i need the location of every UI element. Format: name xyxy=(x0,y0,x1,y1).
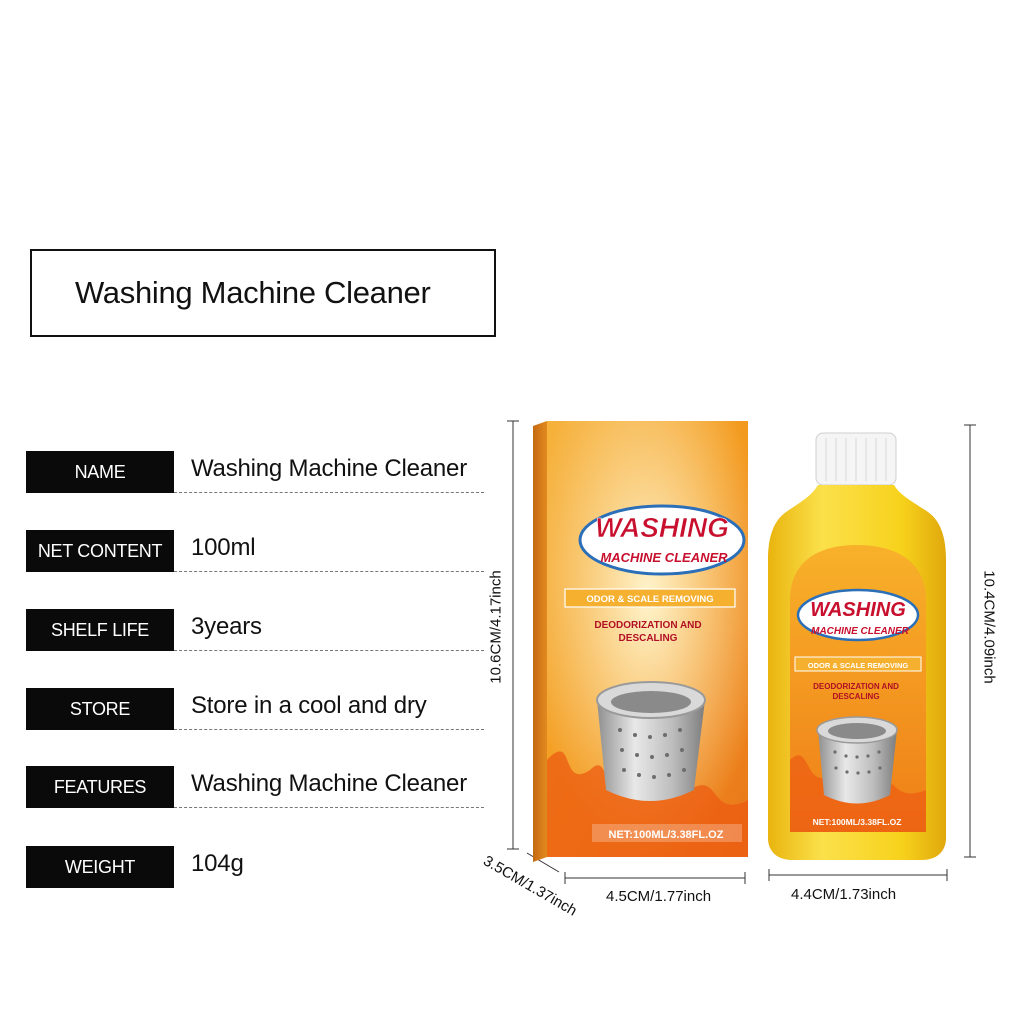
bottle-height-dimension-line xyxy=(964,424,976,858)
bottle-banner: ODOR & SCALE REMOVING xyxy=(808,661,909,670)
bottle-subtitle-line2: DESCALING xyxy=(832,692,879,701)
spec-label: STORE xyxy=(26,688,174,730)
box-brand-line2: MACHINE CLEANER xyxy=(600,550,728,565)
spec-label: FEATURES xyxy=(26,766,174,808)
washing-drum-icon xyxy=(596,681,706,801)
bottle-width-dimension-line xyxy=(768,869,948,881)
bottle-height-label: 10.4CM/4.09inch xyxy=(980,570,998,684)
dashed-divider xyxy=(174,492,484,493)
bottle-width-label: 4.4CM/1.73inch xyxy=(791,886,897,903)
spec-value: Washing Machine Cleaner xyxy=(191,455,467,482)
spec-label: WEIGHT xyxy=(26,846,174,888)
box-banner: ODOR & SCALE REMOVING xyxy=(586,594,713,605)
bottle-brand-line1: WASHING xyxy=(810,599,906,621)
spec-value: 100ml xyxy=(191,534,256,561)
box-subtitle-line1: DEODORIZATION AND xyxy=(594,620,701,631)
spec-label: SHELF LIFE xyxy=(26,609,174,651)
box-brand-line1: WASHING xyxy=(595,512,729,543)
spec-value: Store in a cool and dry xyxy=(191,692,427,719)
box-width-dimension-line xyxy=(564,872,746,884)
spec-label: NAME xyxy=(26,451,174,493)
product-title-box: Washing Machine Cleaner xyxy=(30,249,496,337)
spec-row-weight: WEIGHT 104g xyxy=(26,846,486,888)
product-bottle: WASHING MACHINE CLEANER ODOR & SCALE REM… xyxy=(768,432,946,860)
spec-value: 104g xyxy=(191,850,244,877)
spec-value: Washing Machine Cleaner xyxy=(191,770,467,797)
spec-row-features: FEATURES Washing Machine Cleaner xyxy=(26,766,486,808)
box-height-dimension-line xyxy=(507,420,519,850)
washing-drum-icon xyxy=(816,716,898,804)
box-subtitle-line2: DESCALING xyxy=(619,633,678,644)
box-width-label: 4.5CM/1.77inch xyxy=(606,888,712,905)
dashed-divider xyxy=(174,650,484,651)
spec-row-store: STORE Store in a cool and dry xyxy=(26,688,486,730)
box-depth-dimension-line xyxy=(526,852,560,873)
product-box: WASHING MACHINE CLEANER ODOR & SCALE REM… xyxy=(533,421,748,862)
dashed-divider xyxy=(174,729,484,730)
spec-row-net-content: NET CONTENT 100ml xyxy=(26,530,486,572)
spec-row-shelf-life: SHELF LIFE 3years xyxy=(26,609,486,651)
dashed-divider xyxy=(174,807,484,808)
product-title: Washing Machine Cleaner xyxy=(75,275,431,310)
spec-value: 3years xyxy=(191,613,262,640)
spec-label: NET CONTENT xyxy=(26,530,174,572)
bottle-brand-line2: MACHINE CLEANER xyxy=(811,626,910,637)
bottle-subtitle-line1: DEODORIZATION AND xyxy=(813,682,899,691)
dashed-divider xyxy=(174,571,484,572)
bottle-net-content: NET:100ML/3.38FL.OZ xyxy=(813,817,902,827)
box-height-label: 10.6CM/4.17inch xyxy=(487,570,505,684)
box-net-content: NET:100ML/3.38FL.OZ xyxy=(609,829,724,841)
spec-row-name: NAME Washing Machine Cleaner xyxy=(26,451,486,493)
